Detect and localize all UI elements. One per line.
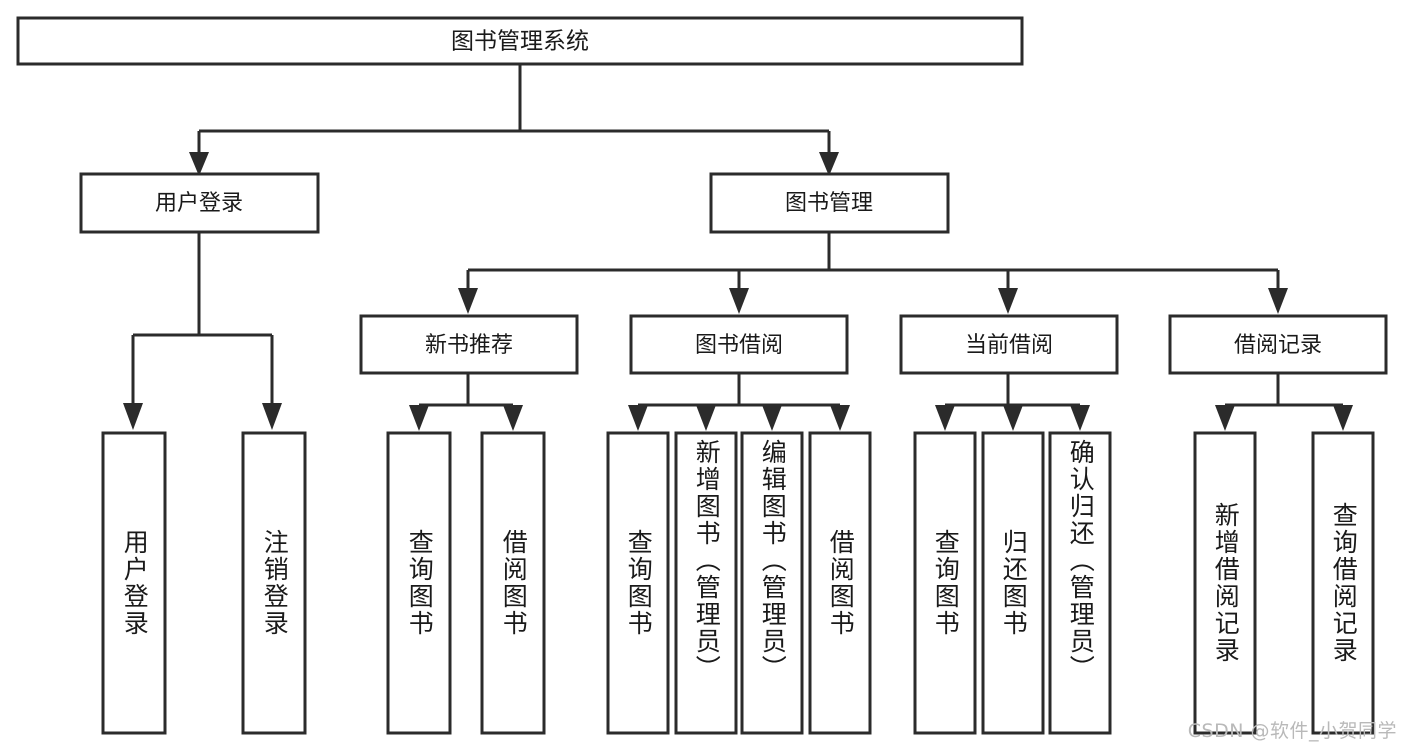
connector-group-user-login [123,233,282,430]
leaf-box-user-login[interactable] [101,431,167,735]
node-new-book-recommend[interactable]: 新书推荐 [359,314,579,375]
node-book-borrow-box[interactable] [629,314,849,375]
arrow-head-leaf-query-book-3 [935,405,955,431]
connector-group-current-borrow [935,373,1090,431]
connector-group-borrow-record [1215,373,1353,431]
connector-group-book-management [458,233,1288,314]
arrow-head-leaf-return-book [1003,405,1023,431]
node-book-management-box[interactable] [709,172,950,234]
leaf-box-query-book-3[interactable] [913,431,977,735]
node-user-login-box[interactable] [79,172,320,234]
leaf-boxes [101,431,1375,735]
node-borrow-record-box[interactable] [1168,314,1388,375]
connector-group-book-borrow [628,373,850,431]
node-borrow-record[interactable]: 借阅记录 [1168,314,1388,375]
node-book-management[interactable]: 图书管理 [709,172,950,234]
arrow-head-leaf-add-book [696,405,716,431]
node-root[interactable]: 图书管理系统 [16,16,1024,66]
arrow-head-leaf-query-book-1 [409,405,429,431]
arrow-head-leaf-query-borrow-record [1333,405,1353,431]
arrow-head-book-management [819,152,839,176]
leaf-box-query-book-1[interactable] [386,431,452,735]
node-current-borrow-box[interactable] [899,314,1119,375]
leaf-box-confirm-return[interactable] [1048,431,1112,735]
node-new-book-recommend-label: 新书推荐 [425,333,513,358]
arrow-head-leaf-borrow-book-1 [503,405,523,431]
node-root-box[interactable] [16,16,1024,66]
leaf-box-add-book[interactable] [674,431,738,735]
arrow-head-current-borrow [998,288,1018,314]
node-user-login[interactable]: 用户登录 [79,172,320,234]
arrow-head-leaf-borrow-book-2 [830,405,850,431]
connector-group-new-book-recommend [409,373,523,431]
leaf-box-borrow-book-2[interactable] [808,431,872,735]
leaf-box-query-borrow-record[interactable] [1311,431,1375,735]
arrow-head-leaf-add-borrow-record [1215,405,1235,431]
node-current-borrow[interactable]: 当前借阅 [899,314,1119,375]
node-book-borrow[interactable]: 图书借阅 [629,314,849,375]
connector-group-root [189,64,839,176]
arrow-head-borrow-record [1268,288,1288,314]
arrow-head-leaf-user-login [123,403,143,430]
arrow-head-user-login [189,152,209,176]
node-book-management-label: 图书管理 [785,191,873,216]
arrow-head-new-book-recommend [458,288,478,314]
arrow-head-leaf-confirm-return [1070,405,1090,431]
arrow-head-leaf-logout-login [262,403,282,430]
arrow-head-book-borrow [729,288,749,314]
node-borrow-record-label: 借阅记录 [1234,333,1322,358]
arrow-head-leaf-query-book-2 [628,405,648,431]
node-current-borrow-label: 当前借阅 [965,333,1053,358]
node-new-book-recommend-box[interactable] [359,314,579,375]
csdn-watermark: CSDN @软件_小贺同学 [1187,720,1397,742]
leaf-box-return-book[interactable] [981,431,1045,735]
leaf-box-add-borrow-record[interactable] [1193,431,1257,735]
leaf-box-query-book-2[interactable] [606,431,670,735]
arrow-head-leaf-edit-book [762,405,782,431]
leaf-box-logout-login[interactable] [241,431,307,735]
node-root-label: 图书管理系统 [451,29,589,55]
node-user-login-label: 用户登录 [155,191,243,216]
leaf-box-edit-book[interactable] [740,431,804,735]
leaf-box-borrow-book-1[interactable] [480,431,546,735]
node-book-borrow-label: 图书借阅 [695,333,783,358]
